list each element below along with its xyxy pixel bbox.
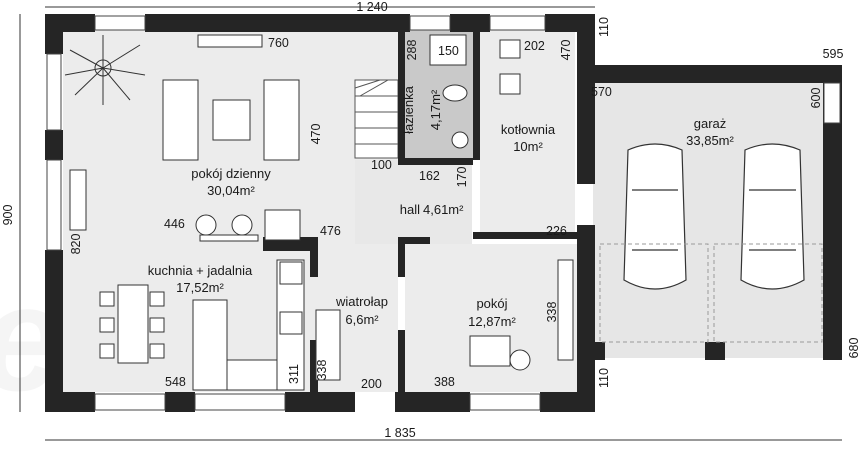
kitchen-furniture [99,259,305,391]
dim-476: 476 [320,224,341,238]
dim-162: 162 [419,169,440,183]
room-hall-name: hall [400,202,420,217]
room-hall-area: 4,61m² [423,202,464,217]
room-room-name: pokój [476,296,507,311]
room-room-area: 12,87m² [468,314,516,329]
floor-room [405,244,580,392]
dim-170: 170 [455,167,469,188]
dim-living-depth: 470 [309,124,323,145]
dim-202: 202 [524,39,545,53]
dim-311: 311 [287,364,301,384]
dim-570: 570 [591,85,612,99]
floor-boiler [480,30,575,237]
dining-chairs [195,214,259,242]
dim-bottom-right-small: 110 [597,368,611,388]
dim-width-top: 1 240 [356,0,387,14]
dimension-lines [19,6,842,441]
dim-288: 288 [405,40,419,61]
garage-doors [599,243,823,343]
dim-100: 100 [371,158,392,172]
dim-living-side: 820 [69,234,83,255]
room-furniture [469,259,574,371]
room-kitchen-name: kuchnia + jadalnia [148,263,253,278]
dim-600: 600 [809,88,823,109]
dim-338b: 338 [545,302,559,323]
room-living-name: pokój dzienny [191,166,271,181]
dim-width-bottom: 1 835 [384,426,415,440]
dim-470b: 470 [559,40,573,61]
room-bathroom-name: łazienka [401,85,416,133]
room-boiler-area: 10m² [513,139,543,154]
stairs [354,79,399,159]
car-right-icon [740,143,805,290]
dim-height-left: 900 [1,205,15,226]
room-garage-area: 33,85m² [686,133,734,148]
dim-548: 548 [165,375,186,389]
dim-right-bottom: 680 [847,338,860,359]
dim-tv: 760 [268,36,289,50]
dim-right-top: 110 [597,17,611,37]
room-living-area: 30,04m² [207,183,255,198]
dim-388: 388 [434,375,455,389]
dim-446: 446 [164,217,185,231]
plant-icon [64,35,146,105]
room-bathroom-area: 4,17m² [428,89,443,130]
dim-garage-top: 595 [823,47,844,61]
floor-hall [355,160,472,244]
bathroom-fixtures [429,34,469,149]
room-kitchen-area: 17,52m² [176,280,224,295]
room-garage-name: garaż [694,116,727,131]
car-left-icon [623,143,687,290]
room-vestibule-name: wiatrołap [335,294,388,309]
wardrobe [315,309,341,381]
living-furniture [69,34,301,241]
dim-150: 150 [438,44,459,58]
dim-338a: 338 [315,360,329,381]
room-boiler-name: kotłownia [501,122,556,137]
dim-226: 226 [546,224,567,238]
boiler-fixtures [499,39,521,95]
walls [45,14,842,412]
dim-200: 200 [361,377,382,391]
room-vestibule-area: 6,6m² [345,312,379,327]
windows [46,15,841,411]
